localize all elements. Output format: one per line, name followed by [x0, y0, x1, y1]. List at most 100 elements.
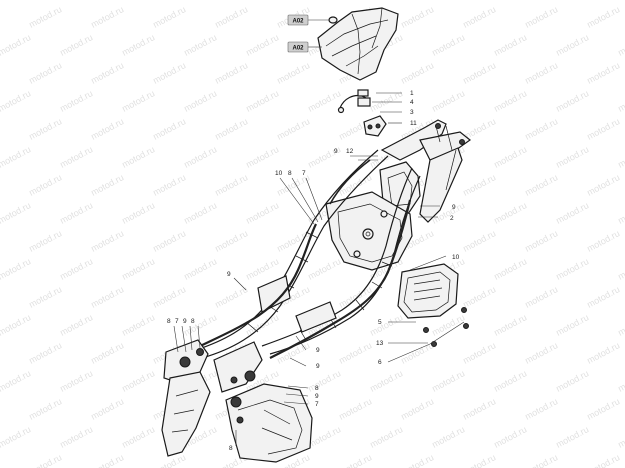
- watermark-text: motod.ru: [492, 256, 528, 282]
- watermark-text: motod.ru: [461, 452, 497, 468]
- tag-a02-bottom: A02: [287, 41, 309, 53]
- watermark-text: motod.ru: [399, 60, 435, 86]
- tag-a02-top: A02: [287, 14, 309, 26]
- watermark-text: motod.ru: [89, 228, 125, 254]
- watermark-text: motod.ru: [0, 340, 1, 366]
- watermark-text: motod.ru: [616, 32, 625, 58]
- watermark-text: motod.ru: [523, 60, 559, 86]
- watermark-text: motod.ru: [430, 424, 466, 450]
- callout-number: 10: [452, 254, 460, 261]
- callout-number: 7: [302, 170, 306, 177]
- watermark-text: motod.ru: [151, 4, 187, 30]
- callout-number: 8: [167, 318, 171, 325]
- tag-a02-top-label: A02: [292, 19, 304, 25]
- watermark-text: motod.ru: [182, 144, 218, 170]
- watermark-text: motod.ru: [244, 0, 280, 2]
- watermark-text: motod.ru: [120, 144, 156, 170]
- callout-number: 8: [315, 385, 319, 392]
- watermark-text: motod.ru: [213, 4, 249, 30]
- watermark-text: motod.ru: [306, 88, 342, 114]
- watermark-text: motod.ru: [306, 256, 342, 282]
- watermark-text: motod.ru: [27, 116, 63, 142]
- watermark-text: motod.ru: [213, 228, 249, 254]
- watermark-text: motod.ru: [89, 172, 125, 198]
- callout-number: 11: [410, 120, 417, 127]
- watermark-text: motod.ru: [492, 0, 528, 2]
- watermark-text: motod.ru: [585, 172, 621, 198]
- watermark-text: motod.ru: [0, 396, 1, 422]
- watermark-text: motod.ru: [585, 228, 621, 254]
- watermark-text: motod.ru: [120, 424, 156, 450]
- watermark-text: motod.ru: [244, 200, 280, 226]
- watermark-text: motod.ru: [0, 88, 32, 114]
- callout-number: 9: [183, 318, 187, 325]
- watermark-text: motod.ru: [492, 368, 528, 394]
- watermark-text: motod.ru: [616, 368, 625, 394]
- callout-number: 10: [275, 170, 283, 177]
- callout-number: 7: [175, 318, 179, 325]
- watermark-text: motod.ru: [151, 116, 187, 142]
- watermark-text: motod.ru: [120, 0, 156, 2]
- watermark-text: motod.ru: [182, 0, 218, 2]
- watermark-text: motod.ru: [616, 88, 625, 114]
- callout-number: 9: [334, 148, 338, 155]
- watermark-text: motod.ru: [0, 60, 1, 86]
- watermark-text: motod.ru: [368, 0, 404, 2]
- watermark-text: motod.ru: [89, 4, 125, 30]
- front-brackets: [161, 339, 313, 463]
- watermark-text: motod.ru: [585, 340, 621, 366]
- watermark-text: motod.ru: [492, 200, 528, 226]
- watermark-text: motod.ru: [492, 312, 528, 338]
- tank-cap-bolt: [328, 16, 338, 24]
- watermark-text: motod.ru: [0, 32, 32, 58]
- watermark-text: motod.ru: [182, 88, 218, 114]
- watermark-text: motod.ru: [461, 340, 497, 366]
- watermark-text: motod.ru: [523, 452, 559, 468]
- watermark-text: motod.ru: [89, 396, 125, 422]
- watermark-text: motod.ru: [0, 200, 32, 226]
- watermark-text: motod.ru: [461, 4, 497, 30]
- watermark-text: motod.ru: [430, 88, 466, 114]
- ecu-module: [397, 263, 469, 347]
- watermark-text: motod.ru: [213, 60, 249, 86]
- callout-number: 5: [378, 319, 382, 326]
- tag-a02-bottom-label: A02: [292, 46, 304, 52]
- watermark-text: motod.ru: [554, 368, 590, 394]
- watermark-text: motod.ru: [430, 368, 466, 394]
- leader-lines: [173, 19, 465, 446]
- reservoir-tank: [317, 7, 399, 81]
- watermark-text: motod.ru: [89, 60, 125, 86]
- watermark-text: motod.ru: [554, 200, 590, 226]
- watermark-text: motod.ru: [89, 284, 125, 310]
- watermark-text: motod.ru: [213, 116, 249, 142]
- watermark-text: motod.ru: [244, 256, 280, 282]
- watermark-text: motod.ru: [461, 396, 497, 422]
- callout-number: 13: [376, 340, 384, 347]
- watermark-text: motod.ru: [585, 60, 621, 86]
- watermark-text: motod.ru: [368, 368, 404, 394]
- watermark-text: motod.ru: [275, 60, 311, 86]
- callout-number: 2: [450, 215, 454, 222]
- watermark-text: motod.ru: [0, 284, 1, 310]
- callout-number: 9: [316, 347, 320, 354]
- watermark-text: motod.ru: [120, 32, 156, 58]
- watermark-text: motod.ru: [523, 396, 559, 422]
- watermark-text: motod.ru: [430, 0, 466, 2]
- watermark-text: motod.ru: [120, 312, 156, 338]
- watermark-text: motod.ru: [554, 88, 590, 114]
- cable-harness: [191, 159, 412, 359]
- watermark-text: motod.ru: [58, 368, 94, 394]
- watermark-text: motod.ru: [554, 0, 590, 2]
- watermark-text: motod.ru: [120, 368, 156, 394]
- watermark-text: motod.ru: [306, 0, 342, 2]
- watermark-text: motod.ru: [182, 256, 218, 282]
- watermark-text: motod.ru: [244, 88, 280, 114]
- watermark-text: motod.ru: [58, 0, 94, 2]
- watermark-text: motod.ru: [616, 144, 625, 170]
- watermark-text: motod.ru: [27, 340, 63, 366]
- watermark-text: motod.ru: [523, 116, 559, 142]
- watermark-text: motod.ru: [492, 424, 528, 450]
